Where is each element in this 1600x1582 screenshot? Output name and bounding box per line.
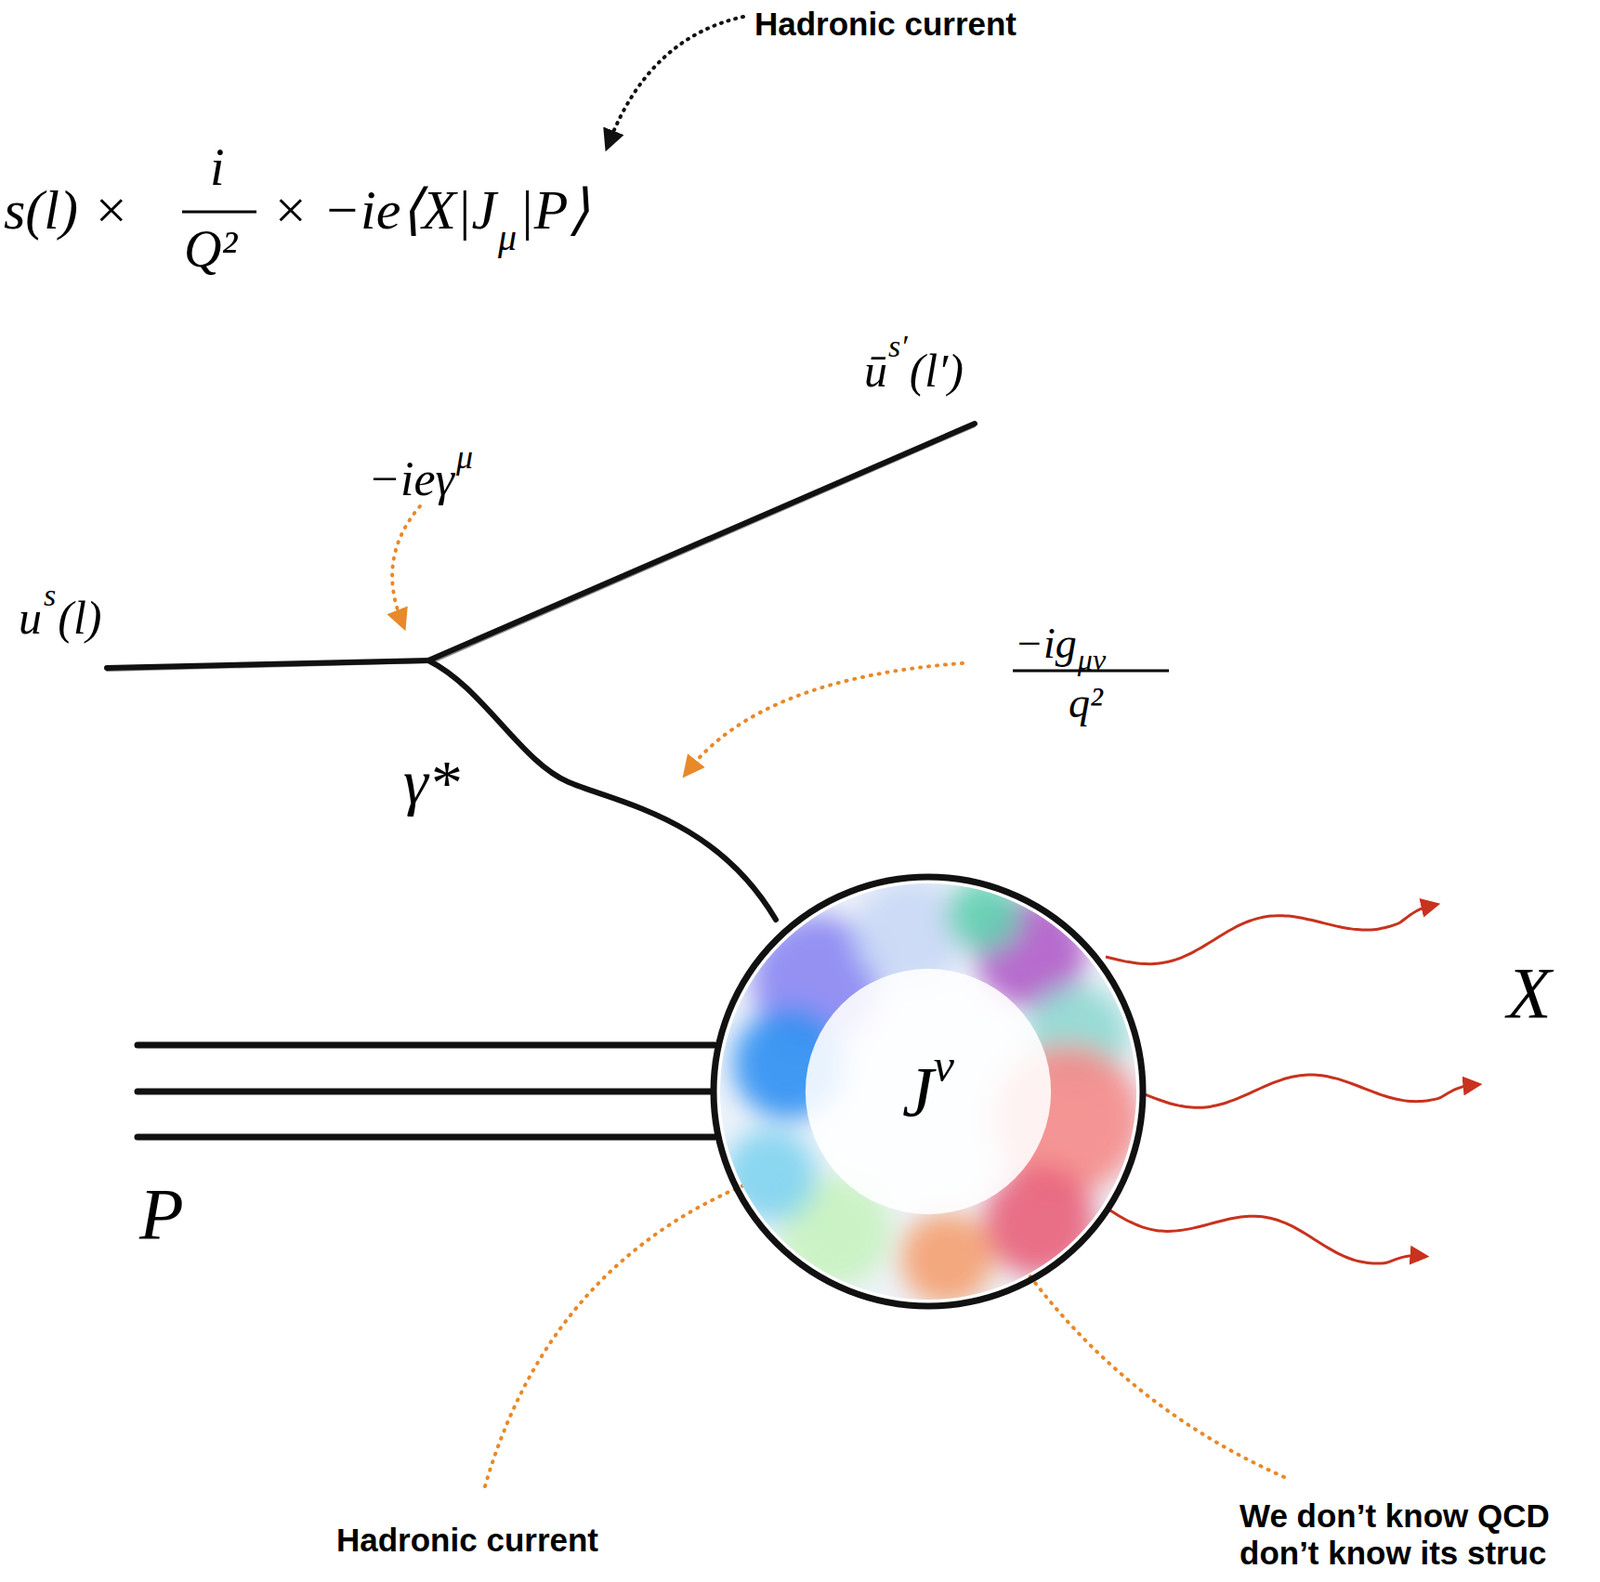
annotation: Hadronic current (754, 7, 1017, 40)
photon-label: γ* (403, 750, 460, 814)
formula-term: s(l) × (3, 182, 130, 238)
pointer-arrow (392, 506, 1285, 1487)
annotation: We don’t know QCD (1239, 1499, 1550, 1533)
proton-label: P (139, 1178, 184, 1251)
outgoing-hadrons (1105, 905, 1473, 1264)
proton-lines (137, 1045, 715, 1138)
propagator-label: q² (1068, 681, 1103, 725)
formula-term: i (209, 141, 225, 194)
spinor-index: s′ (888, 330, 908, 363)
current-index: ν (933, 1042, 955, 1089)
formula-term: |P⟩ (518, 182, 590, 238)
spinor-label: (l) (57, 594, 102, 642)
propagator-index: μν (1077, 644, 1106, 675)
annotation: don’t know its struc (1239, 1536, 1548, 1570)
spinor-label: u (18, 594, 42, 642)
photon-line (428, 660, 776, 920)
vertex-index: μ (456, 440, 473, 474)
electron-line (106, 423, 975, 671)
hadron-wave (1144, 1075, 1473, 1108)
formula-term: × −ie⟨X|J (271, 182, 497, 238)
final-state-label: X (1507, 957, 1552, 1030)
annotation: Hadronic current (336, 1523, 599, 1557)
hadron-wave (1105, 905, 1431, 965)
current-symbol: J (902, 1056, 934, 1128)
spinor-index: s (43, 579, 56, 612)
vertex-label: −ieγ (367, 455, 455, 504)
formula-term: Q² (183, 222, 237, 276)
propagator-label: −ig (1014, 622, 1077, 666)
pointer-arrow (609, 16, 744, 142)
spinor-label: ū (864, 347, 888, 394)
hadron-wave (1105, 1207, 1420, 1264)
fraction-bar (182, 210, 257, 214)
spinor-label: (l′) (909, 347, 964, 394)
formula-index: μ (498, 219, 517, 257)
hadron-circle: Jν (708, 872, 1148, 1312)
